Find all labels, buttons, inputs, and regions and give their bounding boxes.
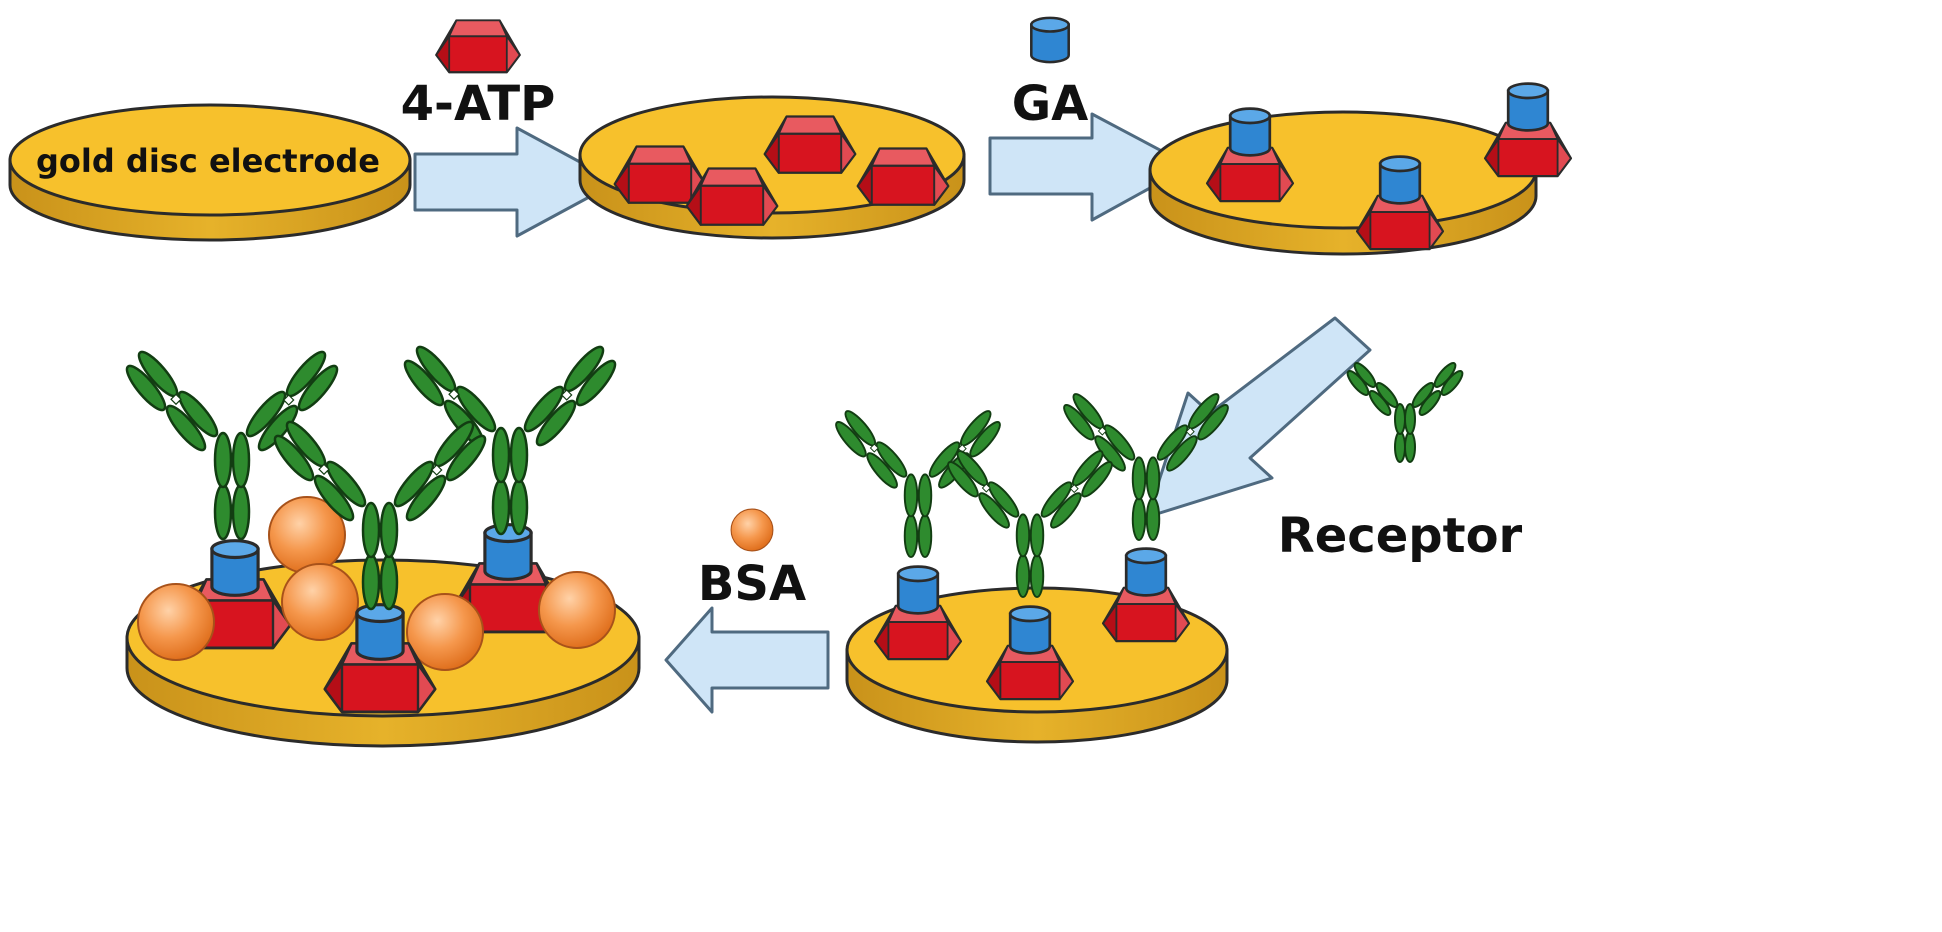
bsa-label: BSA [698, 556, 806, 612]
ga-linker-2 [1506, 82, 1550, 132]
receptor-antibody-3 [943, 446, 1117, 598]
ga-linker-5 [1124, 547, 1168, 597]
ga-linker-6 [1008, 605, 1052, 655]
ga-linker-8 [483, 523, 533, 581]
arrow-step-4 [664, 606, 830, 714]
ga-reagent-icon [1030, 16, 1070, 64]
ga-linker-1 [1228, 107, 1272, 157]
ga-linker-7 [210, 539, 260, 597]
bsa-molecule-2 [137, 583, 215, 661]
electrode-label: gold disc electrode [36, 142, 380, 180]
receptor-reagent-icon [1343, 359, 1467, 463]
arrow-step-3 [1145, 316, 1372, 519]
receptor-label: Receptor [1278, 508, 1523, 564]
receptor-antibody-5 [398, 341, 622, 536]
bsa-molecule-3 [281, 563, 359, 641]
atp-label: 4-ATP [401, 76, 556, 132]
bsa-molecule-5 [538, 571, 616, 649]
ga-linker-4 [896, 565, 940, 615]
gold-disc-1 [8, 103, 412, 242]
atp-reagent-icon [435, 19, 521, 74]
ga-linker-9 [355, 603, 405, 661]
ga-linker-3 [1378, 155, 1422, 205]
ga-label: GA [1012, 76, 1089, 132]
bsa-reagent-icon [730, 508, 774, 552]
